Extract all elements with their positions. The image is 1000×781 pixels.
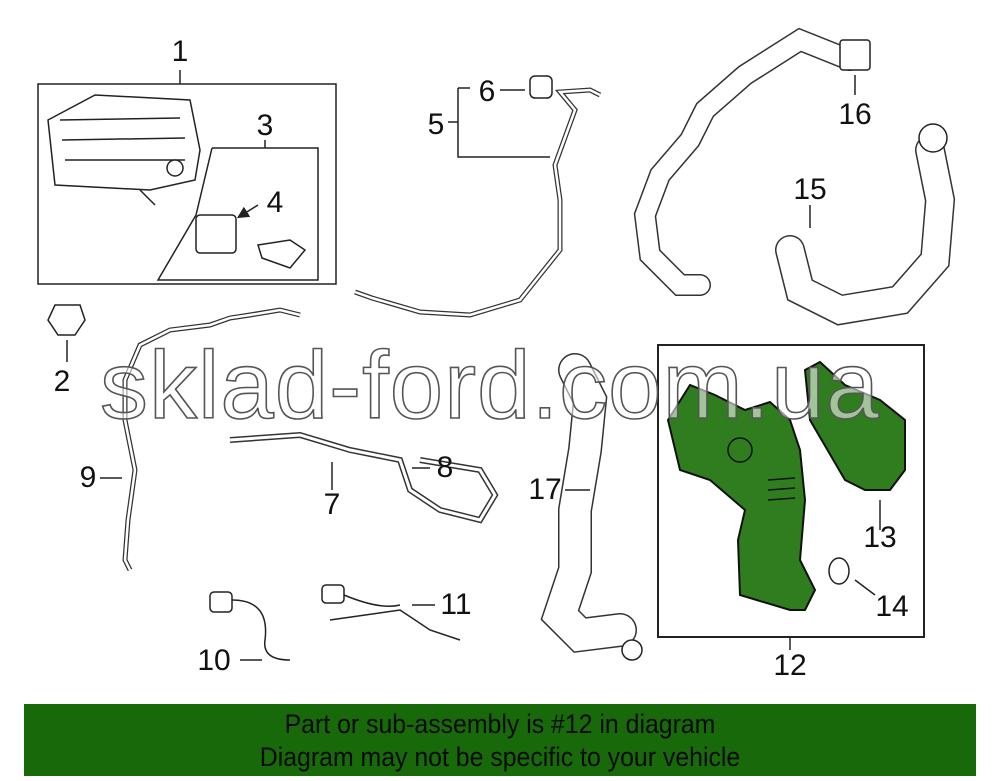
callout-1: 1 [171,35,189,68]
callout-16: 16 [838,98,872,131]
highlighted-part-12 [666,383,817,611]
callout-11: 11 [440,588,472,621]
watermark: sklad-ford.com.ua [99,332,880,439]
callout-6: 6 [478,75,496,108]
cover-gasket-part-13 [803,360,906,491]
callout-10: 10 [197,644,231,677]
info-banner: Part or sub-assembly is #12 in diagram D… [24,704,976,776]
valve-part-4 [195,214,307,269]
oxygen-sensor-part-10 [209,591,291,661]
cap-part-6 [529,75,553,99]
oxygen-sensor-part-11 [321,584,461,641]
assembly-box-1 [37,83,337,285]
assembly-box-3 [156,147,319,281]
banner-line-part-number: Part or sub-assembly is #12 in diagram [284,709,716,739]
callout-9: 9 [79,461,97,494]
callout-8: 8 [436,451,454,484]
callout-13: 13 [863,521,897,554]
callout-4: 4 [266,186,284,219]
connector-part-16 [839,39,871,71]
callout-7: 7 [323,488,341,521]
seal-part-14 [828,557,850,585]
callout-14: 14 [875,590,909,623]
callout-12: 12 [773,649,807,682]
vapor-canister-part-1 [47,94,201,206]
callout-3: 3 [256,109,274,142]
callout-15: 15 [793,173,827,206]
nut-part-2 [47,304,86,336]
callout-5: 5 [427,108,445,141]
banner-line-disclaimer: Diagram may not be specific to your vehi… [259,742,741,772]
callout-17: 17 [528,473,562,506]
callout-2: 2 [53,365,71,398]
